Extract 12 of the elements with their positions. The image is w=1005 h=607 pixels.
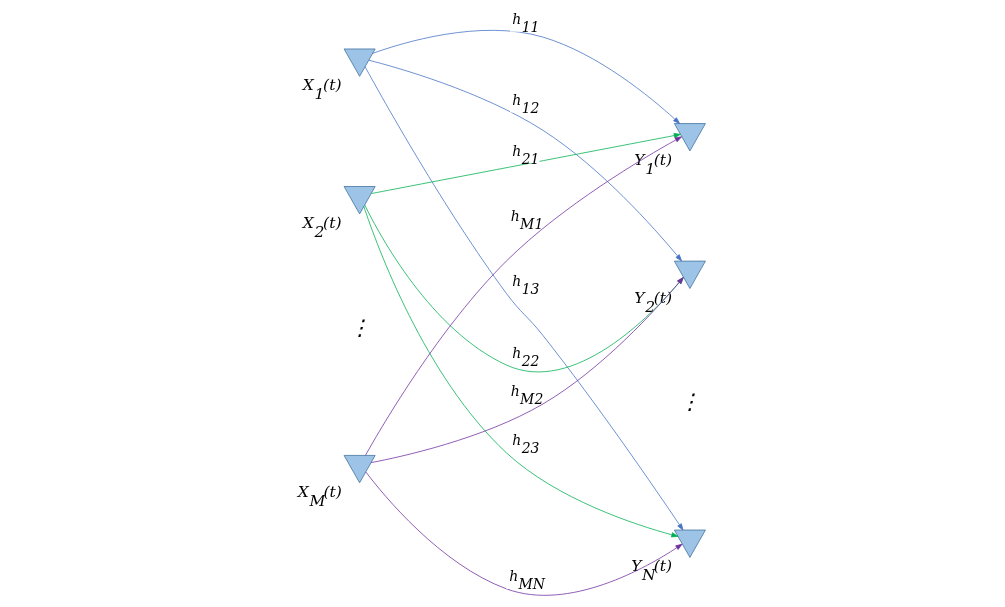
label: ⋮ — [348, 314, 371, 340]
arrow — [364, 66, 683, 531]
node-antenna — [343, 186, 376, 215]
label: ⋮ — [678, 389, 701, 415]
arrow — [368, 59, 682, 262]
node-antenna — [343, 48, 376, 77]
node-antenna — [343, 455, 376, 484]
arrow — [370, 277, 684, 463]
arrow — [371, 29, 680, 124]
arrow — [363, 204, 684, 373]
arrow — [365, 471, 682, 596]
arrow — [370, 133, 681, 194]
